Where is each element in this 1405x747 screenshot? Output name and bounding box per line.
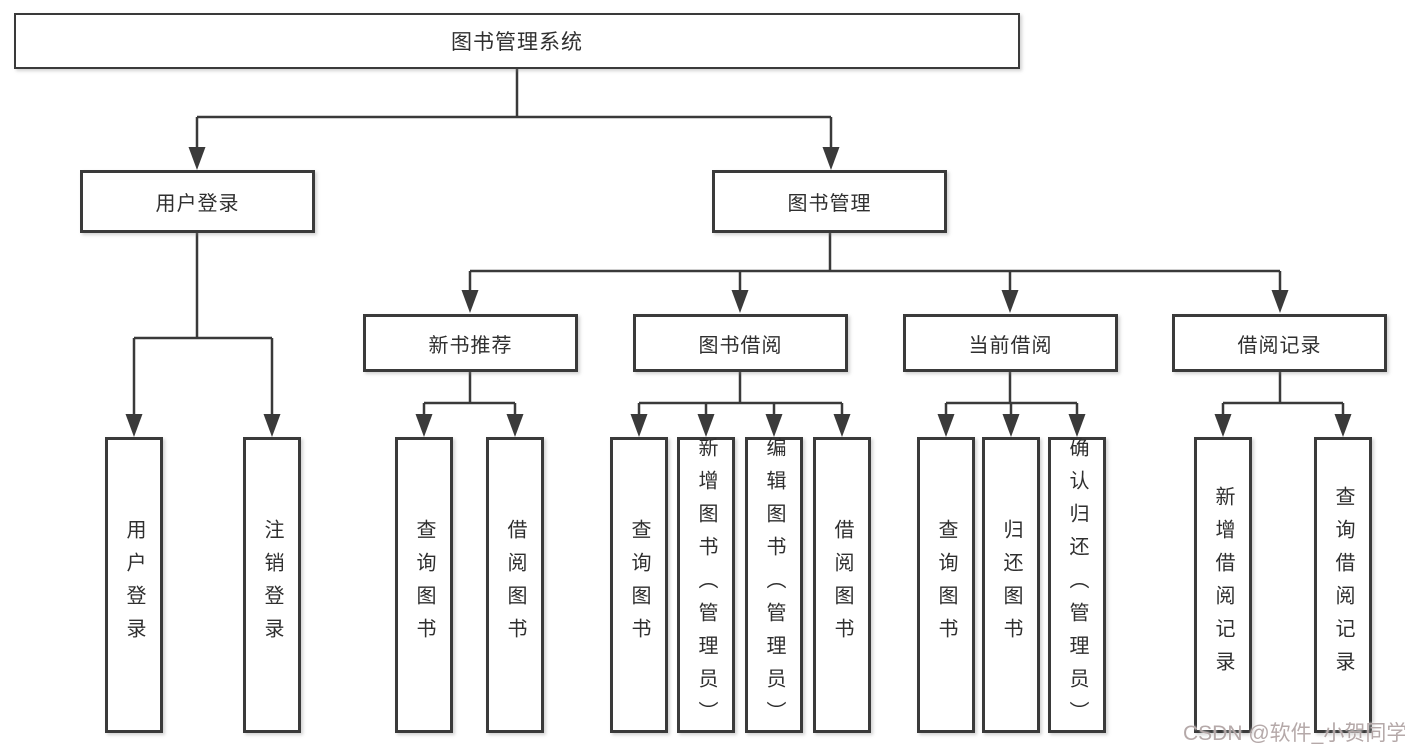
leaf-current-query-books: 查询图书 — [917, 437, 975, 733]
leaf-current-confirm-return-admin: 确认归还（管理员） — [1048, 436, 1106, 734]
csdn-watermark: CSDN @软件_小贺同学 — [1183, 722, 1405, 745]
leaf-label: 查询图书 — [935, 519, 957, 651]
connector-borrow-record-children — [1214, 372, 1352, 437]
node-label: 图书借阅 — [698, 334, 783, 357]
leaf-newbook-query-books: 查询图书 — [395, 437, 453, 733]
node-label: 图书管理系统 — [451, 31, 583, 54]
leaf-label: 借阅图书 — [504, 519, 526, 651]
node-borrow-record: 借阅记录 — [1172, 314, 1387, 372]
leaf-label: 查询借阅记录 — [1332, 486, 1354, 684]
node-book-management-system: 图书管理系统 — [14, 13, 1020, 69]
connector-book-management-children — [461, 233, 1289, 313]
leaf-label: 确认归还（管理员） — [1066, 436, 1088, 734]
connector-book-borrow-children — [630, 372, 851, 437]
leaf-borrow-borrow-books: 借阅图书 — [813, 437, 871, 733]
leaf-current-return-books: 归还图书 — [982, 437, 1040, 733]
connector-current-borrow-children — [937, 372, 1086, 437]
leaf-label: 查询图书 — [413, 519, 435, 651]
leaf-record-query-borrow-record: 查询借阅记录 — [1314, 437, 1372, 733]
leaf-label: 查询图书 — [628, 519, 650, 651]
leaf-label: 注销登录 — [261, 519, 283, 651]
leaf-label: 新增图书（管理员） — [695, 436, 717, 734]
node-book-borrow: 图书借阅 — [633, 314, 848, 372]
connector-user-login-children — [125, 233, 281, 437]
leaf-user-login: 用户登录 — [105, 437, 163, 733]
node-label: 用户登录 — [155, 193, 240, 215]
leaf-borrow-edit-books-admin: 编辑图书（管理员） — [745, 436, 803, 734]
node-user-login: 用户登录 — [80, 170, 315, 233]
leaf-newbook-borrow-books: 借阅图书 — [486, 437, 544, 733]
node-label: 新书推荐 — [428, 334, 513, 357]
node-book-management: 图书管理 — [712, 170, 947, 233]
leaf-label: 编辑图书（管理员） — [763, 436, 785, 734]
node-new-book-recommend: 新书推荐 — [363, 314, 578, 372]
leaf-label: 借阅图书 — [831, 519, 853, 651]
node-current-borrow: 当前借阅 — [903, 314, 1118, 372]
leaf-label: 用户登录 — [123, 519, 145, 651]
leaf-logout: 注销登录 — [243, 437, 301, 733]
leaf-label: 新增借阅记录 — [1212, 486, 1234, 684]
connector-root-to-level2 — [188, 69, 840, 170]
connector-new-book-children — [415, 372, 524, 437]
node-label: 借阅记录 — [1237, 334, 1322, 357]
leaf-label: 归还图书 — [1000, 519, 1022, 651]
leaf-borrow-add-books-admin: 新增图书（管理员） — [677, 436, 735, 734]
node-label: 图书管理 — [787, 193, 872, 215]
leaf-borrow-query-books: 查询图书 — [610, 437, 668, 733]
node-label: 当前借阅 — [968, 334, 1053, 357]
leaf-record-add-borrow-record: 新增借阅记录 — [1194, 437, 1252, 733]
